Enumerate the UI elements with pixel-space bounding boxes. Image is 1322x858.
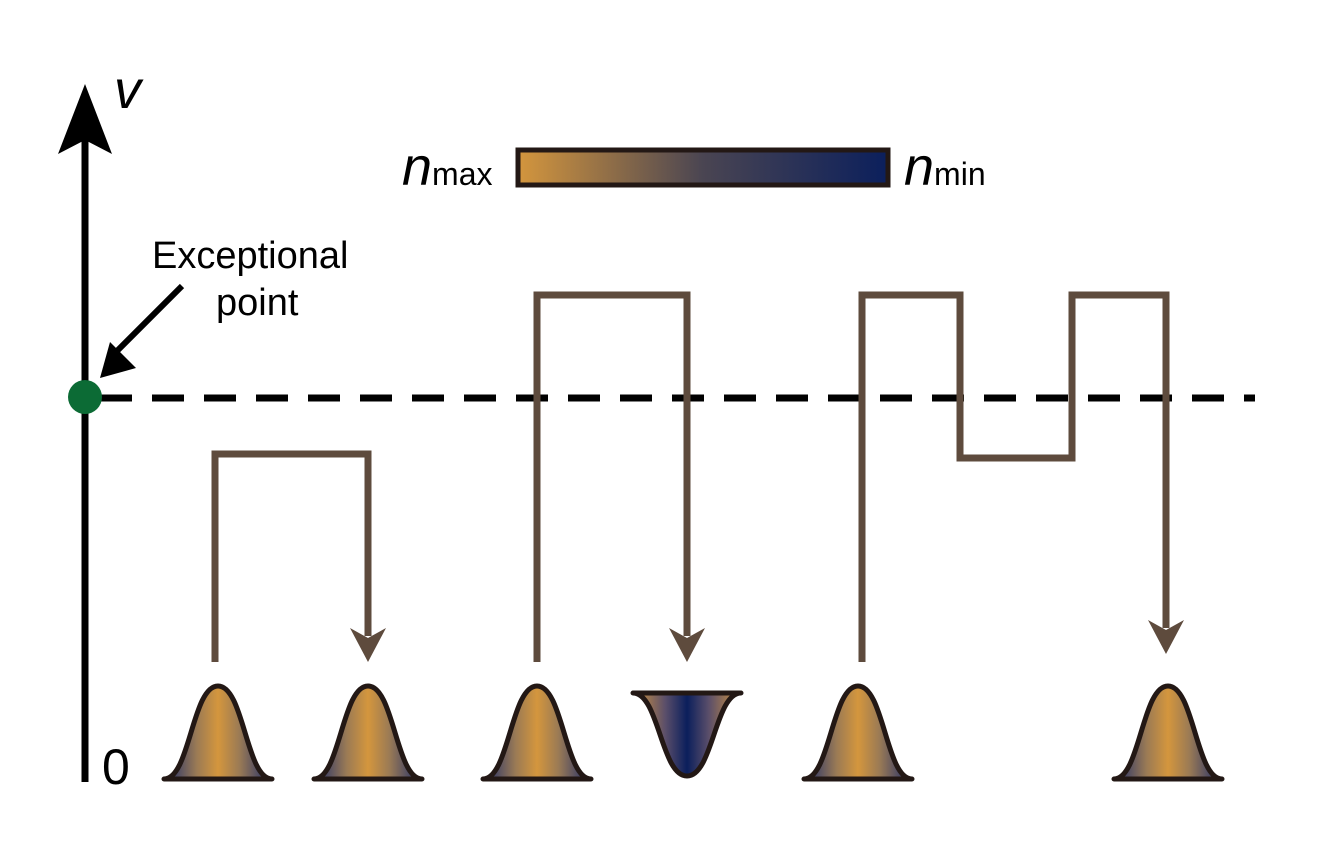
trajectory-arrowhead-1: [350, 628, 386, 662]
annotation-arrowhead: [100, 342, 136, 378]
trajectory-path-3: [858, 291, 1170, 662]
exceptional-point-marker: [68, 380, 102, 414]
trajectory-path-1: [211, 450, 372, 662]
density-profile-dip: [630, 690, 744, 779]
density-profile-bump: [161, 683, 275, 782]
annotation-line-1: Exceptional: [152, 235, 348, 277]
zero-label: 0: [102, 739, 130, 795]
colorbar: [515, 147, 891, 188]
density-profile-bump: [801, 683, 915, 782]
v-axis-label: v: [114, 60, 144, 120]
v-axis-arrowhead: [58, 84, 112, 154]
colorbar-min-label: nmin: [904, 137, 986, 197]
annotation-arrow-shaft: [113, 283, 185, 355]
trajectory-arrowhead-2: [669, 628, 705, 662]
trajectory-arrowhead-3: [1148, 620, 1184, 654]
density-profile-bump: [1111, 683, 1225, 782]
annotation-line-2: point: [216, 282, 299, 324]
colorbar-max-label: nmax: [402, 137, 493, 197]
density-profile-bump: [480, 683, 594, 782]
density-profile-bump: [311, 683, 425, 782]
trajectory-path-2: [533, 291, 691, 662]
